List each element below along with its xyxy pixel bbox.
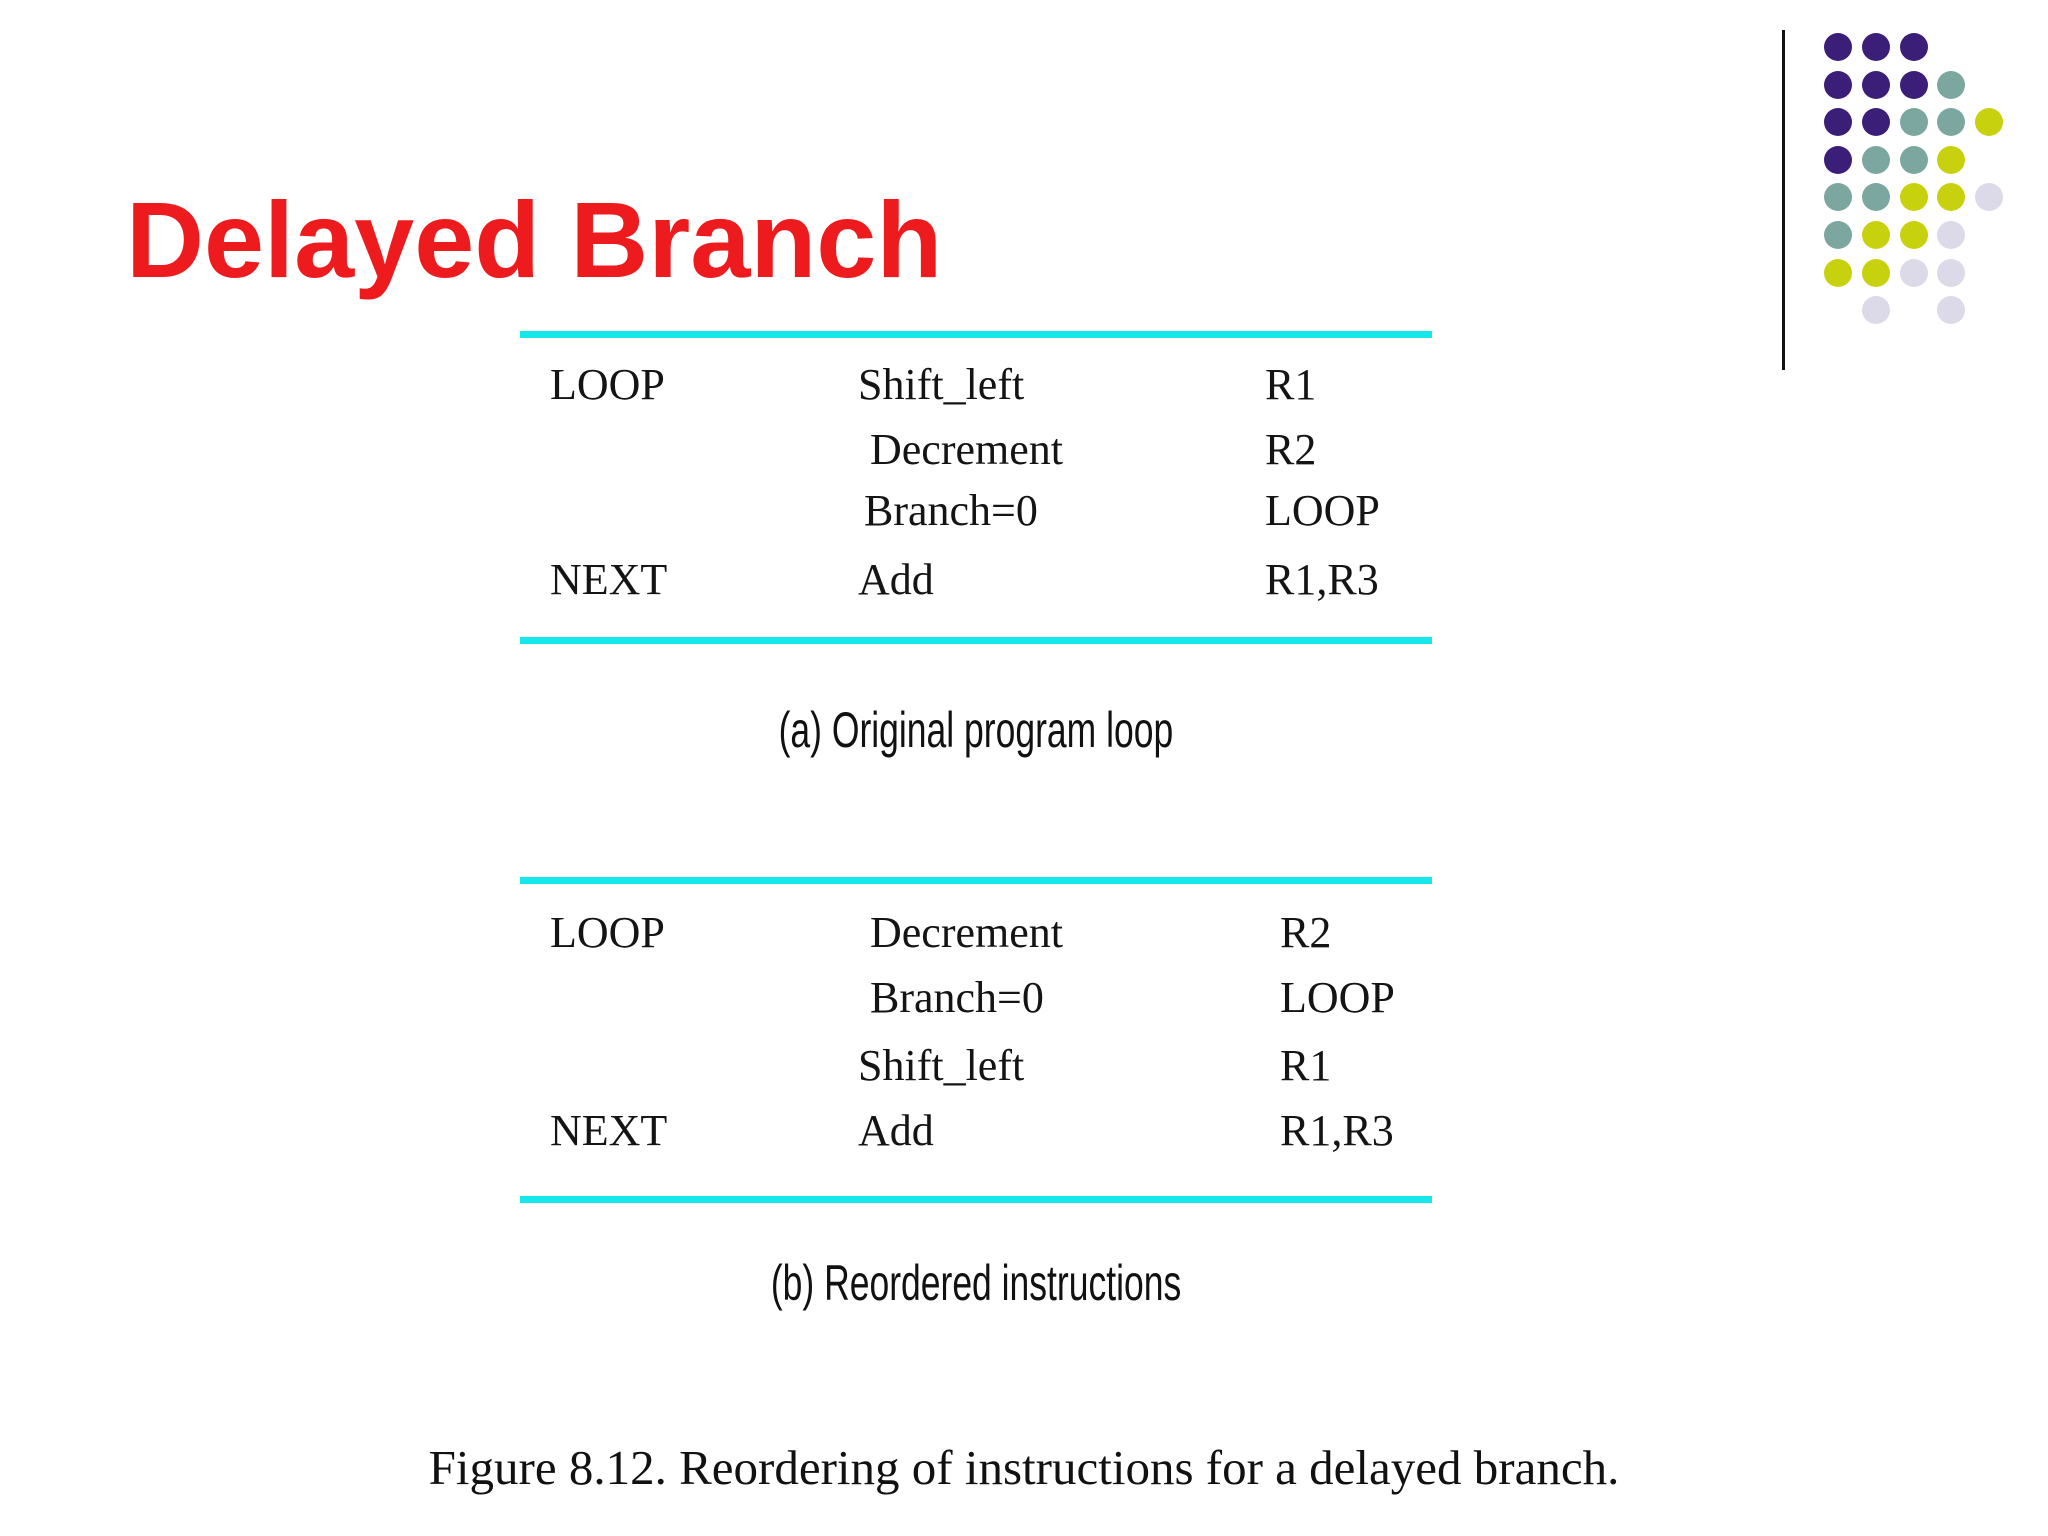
decor-divider-line [1782, 30, 1785, 370]
table-row: Shift_left R1 [520, 1038, 1432, 1094]
opcode-cell: Branch=0 [864, 486, 1038, 535]
decor-dot [1899, 33, 1928, 61]
operand-cell: R1,R3 [1265, 555, 1379, 604]
decor-dot [1937, 183, 1966, 212]
operand-cell: R1 [1265, 360, 1317, 409]
decor-dot [1824, 70, 1852, 99]
figure-caption: Figure 8.12. Reordering of instructions … [428, 1440, 1620, 1495]
table-row: LOOP Decrement R2 [520, 905, 1432, 961]
opcode-cell: Decrement [870, 425, 1063, 474]
opcode-cell: Add [858, 555, 934, 604]
table-b-rule-top [520, 877, 1432, 884]
table-row: Branch=0 LOOP [520, 970, 1432, 1026]
decor-dot [1899, 145, 1928, 174]
decor-dot [1861, 296, 1890, 325]
opcode-cell: Add [858, 1106, 934, 1155]
decor-dot [1824, 33, 1852, 61]
opcode-cell: Branch=0 [870, 973, 1044, 1022]
caption-b-text: (b) Reordered instructions [770, 1255, 1182, 1311]
decor-dot [1861, 70, 1890, 99]
decor-dot [1937, 70, 1966, 99]
decor-dot [1937, 258, 1966, 287]
opcode-cell: Shift_left [858, 360, 1025, 409]
opcode-cell: Decrement [870, 908, 1063, 957]
operand-cell: R2 [1280, 908, 1332, 957]
decor-dot [1899, 183, 1928, 212]
decor-dot [1937, 108, 1966, 137]
label-cell: LOOP [550, 360, 665, 409]
decor-dot [1824, 145, 1852, 174]
decor-dot [1861, 108, 1890, 137]
table-row: NEXT Add R1,R3 [520, 552, 1432, 608]
decor-dot [1824, 183, 1852, 212]
decor-dot [1899, 221, 1928, 249]
label-cell: NEXT [550, 555, 668, 604]
operand-cell: LOOP [1280, 973, 1395, 1022]
caption-a-text: (a) Original program loop [778, 702, 1174, 758]
decor-dot [1975, 108, 2004, 137]
operand-cell: R1,R3 [1280, 1106, 1394, 1155]
decor-dot [1861, 183, 1890, 212]
page-title: Delayed Branch [126, 179, 943, 300]
decor-dot [1937, 145, 1966, 174]
operand-cell: R2 [1265, 425, 1317, 474]
decor-dot [1899, 70, 1928, 99]
decor-dot [1861, 258, 1890, 287]
table-row: Decrement R2 [520, 422, 1432, 478]
decor-dot [1899, 258, 1928, 287]
decor-dot [1824, 108, 1852, 137]
decor-dot [1861, 145, 1890, 174]
table-row: LOOP Shift_left R1 [520, 357, 1432, 413]
operand-cell: R1 [1280, 1041, 1332, 1090]
caption-b: (b) Reordered instructions [520, 1253, 1432, 1313]
decor-dot [1937, 296, 1966, 325]
opcode-cell: Shift_left [858, 1041, 1025, 1090]
table-b-rule-bottom [520, 1196, 1432, 1203]
decor-dot [1975, 183, 2004, 212]
decor-dot [1824, 221, 1852, 249]
label-cell: LOOP [550, 908, 665, 957]
caption-a: (a) Original program loop [520, 700, 1432, 760]
table-a-rule-top [520, 331, 1432, 338]
decor-dot [1861, 33, 1890, 61]
decor-dot [1824, 258, 1852, 287]
decor-dot [1861, 221, 1890, 249]
operand-cell: LOOP [1265, 486, 1380, 535]
table-row: NEXT Add R1,R3 [520, 1103, 1432, 1159]
table-row: Branch=0 LOOP [520, 483, 1432, 539]
table-a-rule-bottom [520, 637, 1432, 644]
label-cell: NEXT [550, 1106, 668, 1155]
decor-dot [1937, 221, 1966, 249]
decor-dot [1899, 108, 1928, 137]
